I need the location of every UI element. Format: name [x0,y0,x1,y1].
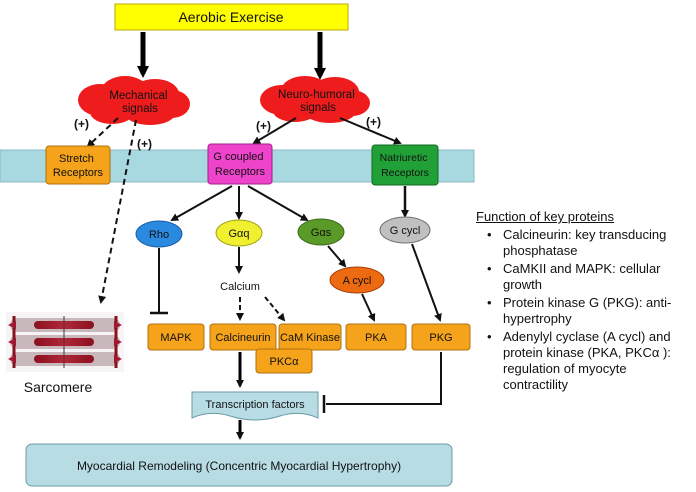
neurohumoral-signals-label: Neuro-humoral signals [278,89,358,114]
camkinase-label: CaM Kinase [280,332,340,344]
natriuretic-receptors-box [371,144,439,186]
arrow-mechanical-sarcomere [98,119,137,304]
exercise-box [114,3,349,31]
gaq-label: Gαq [228,228,249,240]
calcium-label: Calcium [220,281,260,293]
mapk-label: MAPK [160,332,192,344]
arrow-gas-acycl [327,245,347,268]
transcription-factors-box [191,391,319,421]
gas-node [297,218,345,246]
arrow-acycl-pka [361,293,376,322]
rho-node [135,220,183,248]
gas-label: Gαs [311,227,332,239]
calcineurin-label: Calcineurin [215,332,270,344]
pkg-box [411,323,471,351]
neurohumoral-signals-cloud [260,76,370,123]
gaq-node [215,219,263,247]
calcineurin-box [209,323,277,351]
sign-neuro-left: (+) [256,119,271,133]
gcycl-node [379,216,431,244]
arrow-gcoupled-gas [247,185,309,221]
mechanical-signals-label: Mechanical signals [109,90,170,115]
sarcomere-label: Sarcomere [24,379,93,395]
myocardial-remodeling-box [25,443,453,487]
mechanical-signals-cloud [78,76,190,125]
exercise-title: Aerobic Exercise [178,9,283,25]
pka-label: PKA [365,332,388,344]
legend: Function of key proteins Calcineurin: ke… [476,209,691,395]
arrow-neuro-gcoupled [252,117,297,145]
acycl-node [329,266,385,294]
myocardial-remodeling-label: Myocardial Remodeling (Concentric Myocar… [77,459,401,473]
gcycl-label: G cycl [390,225,421,237]
sarcomere-image [6,312,124,372]
natriuretic-receptors-label: Natriuretic Receptors [380,152,431,179]
mapk-box [147,323,205,351]
arrow-gcoupled-rho [170,185,233,221]
gcoupled-receptors-box [207,143,273,185]
stretch-receptors-label: Stretch Receptors [53,153,104,179]
legend-item: Protein kinase G (PKG): anti-hypertrophy [487,295,691,327]
arrow-neuro-natriuretic [339,117,402,145]
pkca-box [255,348,313,374]
legend-title: Function of key proteins [476,209,615,224]
pka-box [345,323,407,351]
legend-list: Calcineurin: key transducing phosphatase… [476,227,691,393]
transcription-factors-label: Transcription factors [205,399,305,411]
pkg-label: PKG [429,332,452,344]
arrow-gcycl-pkg [411,243,442,322]
legend-item: Calcineurin: key transducing phosphatase [487,227,691,259]
gcoupled-receptors-label: G coupled Receptors [213,151,266,178]
legend-item: CaMKII and MAPK: cellular growth [487,261,691,293]
legend-item: Adenylyl cyclase (A cycl) and protein ki… [487,329,691,393]
pkca-label: PKCα [270,356,300,368]
rho-label: Rho [149,229,169,241]
sign-mech-right: (+) [137,137,152,151]
sign-neuro-right: (+) [366,115,381,129]
arrow-mechanical-stretch [86,117,119,148]
acycl-label: A cycl [343,275,372,287]
stretch-receptors-box [45,145,111,185]
sign-mech-left: (+) [74,117,89,131]
arrow-calcium-camkinase [264,296,286,322]
inhibit-pkg-transcription [326,352,442,405]
